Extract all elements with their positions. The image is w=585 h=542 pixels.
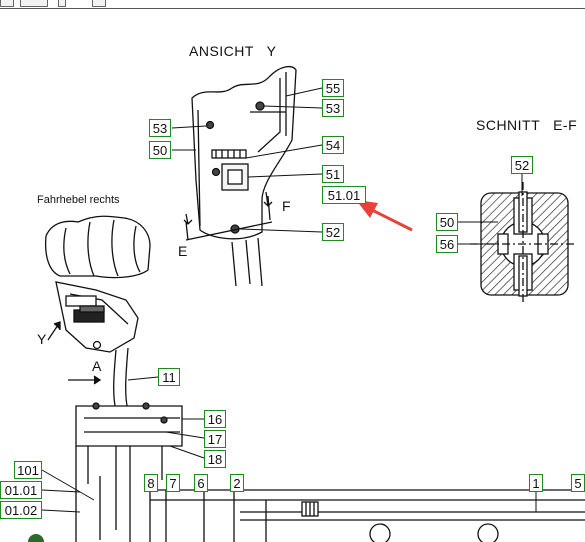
callout-54[interactable]: 54: [322, 136, 344, 154]
callout-7[interactable]: 7: [166, 474, 180, 492]
callout-11[interactable]: 11: [158, 368, 180, 386]
callout-51[interactable]: 51: [322, 165, 344, 183]
section-letter-f: F: [282, 198, 291, 214]
toolbar-button[interactable]: [58, 0, 66, 7]
view-letter-a: A: [92, 358, 102, 374]
view-title-ansicht: ANSICHT Y: [189, 43, 277, 59]
toolbar-button[interactable]: [20, 0, 48, 7]
callout-1[interactable]: 1: [529, 474, 543, 492]
callout-50[interactable]: 50: [436, 213, 458, 231]
callout-55[interactable]: 55: [322, 79, 344, 97]
callout-101[interactable]: 101: [14, 461, 42, 479]
annotation-arrow: [356, 200, 413, 232]
ansicht-y-view: [183, 65, 297, 287]
callout-2[interactable]: 2: [230, 474, 244, 492]
callout-01-01[interactable]: 01.01: [0, 481, 42, 499]
schnitt-ef-section: [470, 182, 576, 304]
callout-51-01[interactable]: 51.01: [322, 186, 366, 204]
callout-5[interactable]: 5: [571, 474, 585, 492]
view-title-fahrhebel: Fahrhebel rechts: [37, 194, 120, 206]
callout-01-02[interactable]: 01.02: [0, 501, 42, 519]
callout-6[interactable]: 6: [194, 474, 208, 492]
toolbar-button[interactable]: [92, 0, 106, 7]
callout-18[interactable]: 18: [204, 450, 226, 468]
view-letter-y: Y: [37, 331, 47, 347]
fahrhebel-joystick: [28, 215, 585, 542]
view-title-schnitt: SCHNITT E-F: [476, 117, 578, 133]
leader-lines: [41, 87, 537, 513]
callout-17[interactable]: 17: [204, 430, 226, 448]
callout-52[interactable]: 52: [511, 156, 533, 174]
section-letter-e: E: [178, 243, 188, 259]
callout-56[interactable]: 56: [436, 235, 458, 253]
toolbar-strip: [0, 0, 585, 9]
callout-16[interactable]: 16: [204, 410, 226, 428]
callout-53[interactable]: 53: [322, 99, 344, 117]
callout-53[interactable]: 53: [149, 119, 171, 137]
toolbar-button[interactable]: [0, 0, 14, 7]
callout-50[interactable]: 50: [149, 141, 171, 159]
callout-52[interactable]: 52: [322, 223, 344, 241]
callout-8[interactable]: 8: [144, 474, 158, 492]
